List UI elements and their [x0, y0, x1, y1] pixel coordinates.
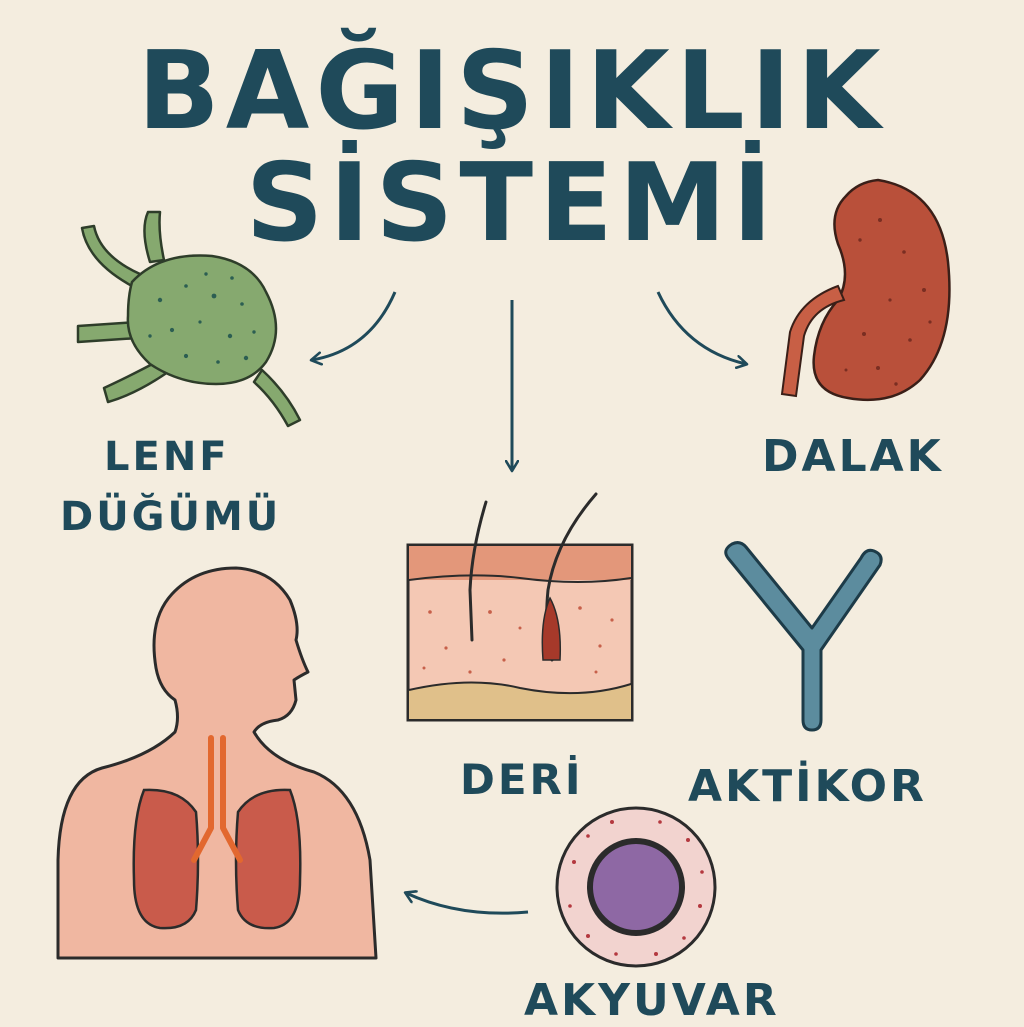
- skin-label: DERİ: [460, 755, 584, 804]
- human-body-illustration: [56, 566, 378, 960]
- white-blood-cell-illustration: [555, 806, 717, 968]
- spleen-label: DALAK: [762, 431, 944, 482]
- spleen-illustration: [780, 178, 951, 402]
- antibody-illustration: [724, 541, 883, 732]
- lymph-node-label-line-2: DÜĞÜMÜ: [60, 494, 282, 540]
- arrow-to-spleen: [656, 291, 746, 364]
- skin-illustration: [406, 492, 634, 722]
- title-line-2: SİSTEMİ: [245, 141, 779, 266]
- title-line-1: BAĞIŞIKLIK: [137, 29, 887, 154]
- arrow-to-lymph-node: [312, 291, 397, 360]
- lymph-node-illustration: [76, 210, 302, 428]
- lymph-node-label-line-1: LENF: [104, 434, 230, 480]
- antibody-label: AKTİKOR: [688, 761, 927, 812]
- arrow-to-body: [406, 893, 529, 915]
- white-blood-cell-label: AKYUVAR: [524, 975, 780, 1026]
